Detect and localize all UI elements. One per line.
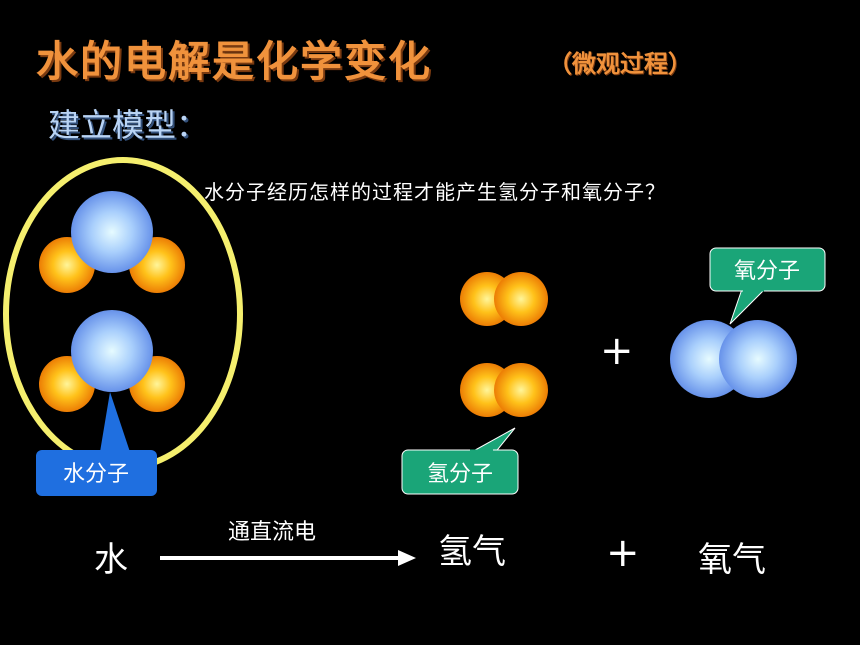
plus-sign-equation: + [606, 530, 640, 576]
hydrogen-atom [494, 363, 548, 417]
water-molecule-2 [39, 310, 185, 412]
model-heading: 建立模型： [48, 106, 209, 144]
question-text: 水分子经历怎样的过程才能产生氢分子和氧分子？ [204, 180, 666, 204]
hydrogen-molecule-2 [460, 363, 548, 417]
oxygen-atom [71, 310, 153, 392]
oxygen-molecule [670, 320, 797, 398]
equation-product-oxygen: 氧气 [698, 540, 766, 580]
equation-product-hydrogen: 氢气 [438, 532, 506, 572]
water-molecule-1 [39, 191, 185, 293]
equation-reactant: 水 [94, 540, 128, 580]
oxygen-atom [719, 320, 797, 398]
hydrogen-molecule-callout: 氢分子 [401, 427, 519, 495]
hydrogen-molecule-label: 氢分子 [427, 462, 493, 487]
oxygen-molecule-label: 氧分子 [734, 259, 800, 284]
hydrogen-atom [494, 272, 548, 326]
reaction-condition: 通直流电 [228, 520, 317, 545]
page-title: 水的电解是化学变化 [36, 37, 433, 86]
oxygen-molecule-callout: 氧分子 [709, 247, 826, 325]
water-molecule-label: 水分子 [63, 462, 129, 487]
page-subtitle: （微观过程） [548, 50, 692, 78]
reaction-arrow [160, 550, 416, 566]
oxygen-atom [71, 191, 153, 273]
hydrogen-molecule-1 [460, 272, 548, 326]
plus-sign-molecules: + [600, 328, 634, 374]
water-molecule-callout: 水分子 [36, 392, 157, 496]
